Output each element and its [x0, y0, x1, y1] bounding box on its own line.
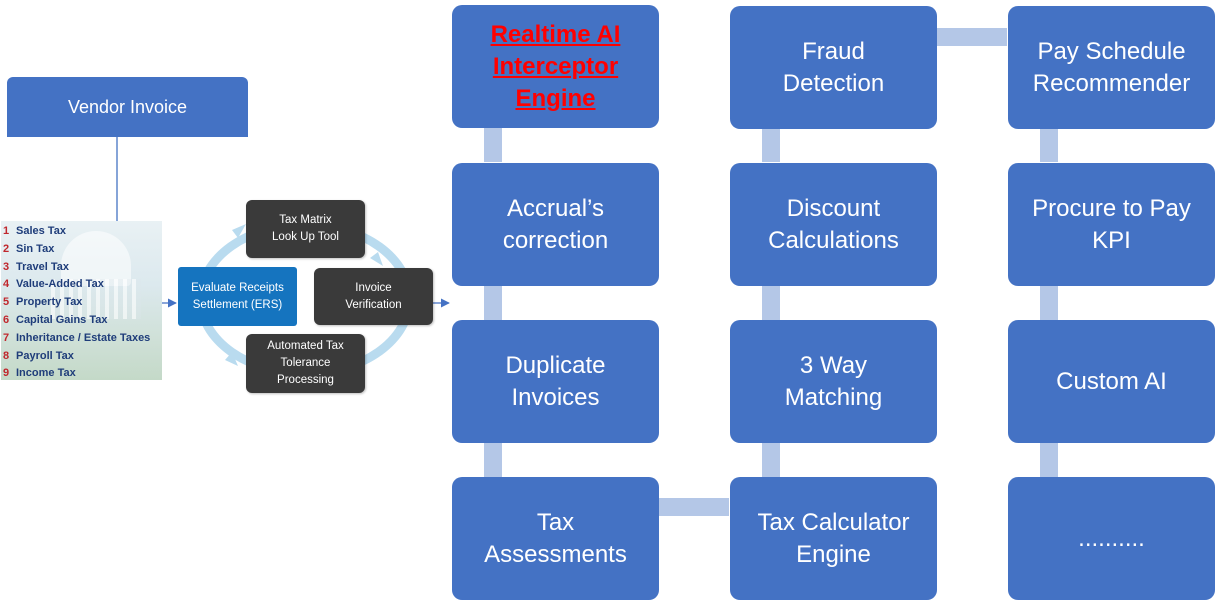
tax-matrix-box: Tax Matrix Look Up Tool: [246, 200, 365, 258]
tax-calculator-engine-label: Tax Calculator Engine: [757, 508, 910, 568]
connector: [484, 286, 502, 320]
pay-schedule-recommender-box: Pay Schedule Recommender: [1008, 6, 1215, 129]
connector: [1040, 286, 1058, 320]
capitol-dome-image: [61, 231, 131, 286]
automated-tax-label: Automated Tax Tolerance Processing: [267, 340, 344, 386]
custom-ai-label: Custom AI: [1056, 367, 1167, 395]
tax-assessments-box: Tax Assessments: [452, 477, 659, 600]
realtime-ai-engine-label: Realtime AI Interceptor Engine: [490, 20, 621, 112]
duplicate-invoices-box: Duplicate Invoices: [452, 320, 659, 443]
ers-box: Evaluate Receipts Settlement (ERS): [178, 267, 297, 326]
capitol-columns-image: [51, 279, 141, 319]
discount-calculations-label: Discount Calculations: [768, 194, 899, 254]
connector: [937, 28, 1007, 46]
procure-to-pay-kpi-label: Procure to Pay KPI: [1032, 194, 1191, 254]
duplicate-invoices-label: Duplicate Invoices: [505, 351, 606, 411]
tax-calculator-engine-box: Tax Calculator Engine: [730, 477, 937, 600]
pay-schedule-recommender-label: Pay Schedule Recommender: [1032, 37, 1191, 97]
connector: [484, 128, 502, 162]
connector: [762, 286, 780, 320]
vendor-invoice-label: Vendor Invoice: [67, 96, 188, 117]
connector: [1040, 443, 1058, 477]
custom-ai-box: Custom AI: [1008, 320, 1215, 443]
tax-matrix-label: Tax Matrix Look Up Tool: [272, 214, 339, 243]
procure-to-pay-kpi-box: Procure to Pay KPI: [1008, 163, 1215, 286]
connector: [484, 443, 502, 477]
more-items-label: ..........: [1078, 524, 1145, 552]
vendor-invoice-box: Vendor Invoice: [7, 77, 248, 137]
realtime-ai-engine-box: Realtime AI Interceptor Engine: [452, 5, 659, 128]
fraud-detection-label: Fraud Detection: [782, 37, 885, 97]
discount-calculations-box: Discount Calculations: [730, 163, 937, 286]
invoice-verification-label: Invoice Verification: [345, 281, 402, 311]
connector: [1040, 128, 1058, 162]
three-way-matching-box: 3 Way Matching: [730, 320, 937, 443]
connector: [762, 443, 780, 477]
fraud-detection-box: Fraud Detection: [730, 6, 937, 129]
connector: [659, 498, 729, 516]
tax-assessments-label: Tax Assessments: [484, 508, 627, 568]
automated-tax-box: Automated Tax Tolerance Processing: [246, 334, 365, 393]
more-items-box: ..........: [1008, 477, 1215, 600]
invoice-verification-box: Invoice Verification: [314, 268, 433, 325]
connector: [762, 128, 780, 162]
ers-label: Evaluate Receipts Settlement (ERS): [191, 281, 284, 311]
accruals-correction-box: Accrual’s correction: [452, 163, 659, 286]
accruals-correction-label: Accrual’s correction: [502, 194, 609, 254]
three-way-matching-label: 3 Way Matching: [784, 351, 883, 411]
